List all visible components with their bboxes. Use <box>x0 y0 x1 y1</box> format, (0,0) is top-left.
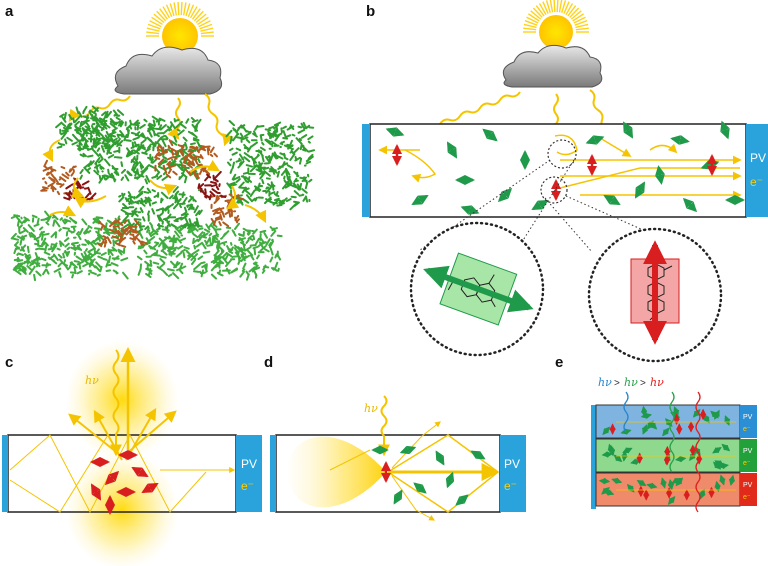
pv-cell-c <box>236 435 262 512</box>
sun-icon <box>146 2 214 54</box>
mirror-left-b <box>362 124 370 217</box>
protein-complexes <box>10 105 315 282</box>
greater-than-2: > <box>640 378 646 389</box>
pv-cell-d <box>500 435 526 512</box>
zoom-marker-red <box>540 176 568 204</box>
electron-label-b: e⁻ <box>750 175 763 189</box>
emission-glow-c <box>67 342 177 458</box>
electron-label-layer-3: e⁻ <box>743 494 751 501</box>
pv-cell-layer-2 <box>740 439 757 472</box>
panel-e-label: e <box>555 354 563 371</box>
green-dye-molecule <box>423 252 534 326</box>
cloud-icon <box>114 46 223 95</box>
light-paths-d <box>329 395 500 521</box>
electron-label-layer-1: e⁻ <box>743 426 751 433</box>
zoom-guide-lines <box>419 159 701 256</box>
mirror-left-d <box>270 435 276 512</box>
hv-low-label: hν <box>650 376 664 389</box>
sun-icon <box>523 0 589 49</box>
emission-glow-c-lower <box>67 452 177 566</box>
hv-label-c: hν <box>85 374 99 387</box>
panel-a-label: a <box>5 3 14 20</box>
mirror-left-e <box>591 405 596 509</box>
hv-mid-label: hν <box>624 376 638 389</box>
panel-a: a <box>5 2 315 282</box>
greater-than-1: > <box>614 378 620 389</box>
dye-dipoles-b <box>385 120 745 215</box>
stacked-waveguides: PV e⁻ PV e⁻ PV e⁻ <box>591 404 757 509</box>
panel-e: e hν > hν > hν PV e⁻ PV e⁻ PV e⁻ <box>555 354 757 513</box>
red-dye-molecule <box>630 240 680 345</box>
panel-b-label: b <box>366 3 375 20</box>
panel-d: d PV e⁻ hν <box>264 354 526 521</box>
cloud-icon <box>502 44 603 88</box>
photon-energy-legend: hν > hν > hν <box>598 376 664 389</box>
panel-d-label: d <box>264 354 273 371</box>
pv-label-layer-3: PV <box>743 482 753 489</box>
pv-label-d: PV <box>504 457 520 471</box>
pv-label-layer-2: PV <box>743 448 753 455</box>
hv-high-label: hν <box>598 376 612 389</box>
electron-label-d: e⁻ <box>504 479 517 493</box>
panel-c: c PV e⁻ hν <box>2 342 262 566</box>
pv-label-b: PV <box>750 151 766 165</box>
emission-glow-d <box>288 436 386 508</box>
energy-transfer-arrows <box>42 139 267 224</box>
panel-c-label: c <box>5 354 13 371</box>
pv-cell-b <box>746 124 768 217</box>
electron-label-layer-2: e⁻ <box>743 460 751 467</box>
dye-dipoles-c <box>90 450 159 515</box>
hv-label-d: hν <box>364 402 378 415</box>
pv-cell-layer-3 <box>740 473 757 506</box>
mirror-left-c <box>2 435 8 512</box>
dye-dipoles-d <box>371 445 486 506</box>
pv-cell-layer-1 <box>740 405 757 438</box>
electron-label-c: e⁻ <box>241 479 254 493</box>
panel-b: b PV e⁻ <box>362 0 768 363</box>
pv-label-c: PV <box>241 457 257 471</box>
pv-label-layer-1: PV <box>743 414 753 421</box>
incoming-waves-e <box>623 391 701 513</box>
zoom-marker-green <box>547 139 577 169</box>
